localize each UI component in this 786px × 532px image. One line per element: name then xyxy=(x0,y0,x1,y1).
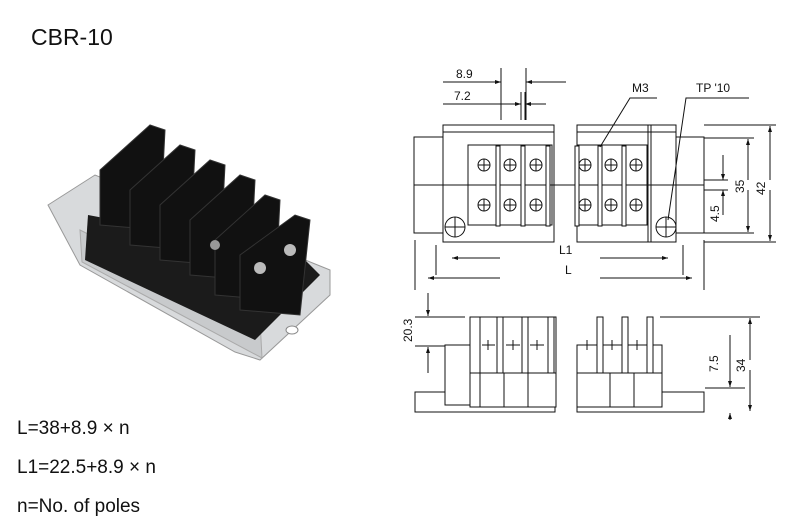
formula-n: n=No. of poles xyxy=(17,496,141,517)
top-view: 8.9 7.2 M3 TP '10 L1 L 42 35 4.5 xyxy=(413,67,776,290)
side-view: 20.3 7.5 34 xyxy=(401,293,760,420)
product-title: CBR-10 xyxy=(31,24,113,50)
product-photo xyxy=(47,124,331,361)
dim-42: 42 xyxy=(754,181,768,195)
dim-4-5: 4.5 xyxy=(708,205,722,222)
dim-34: 34 xyxy=(734,358,748,372)
dim-L1: L1 xyxy=(559,243,573,257)
dim-35: 35 xyxy=(733,179,747,193)
formula-L1: L1=22.5+8.9 × n xyxy=(17,457,156,478)
formula-L: L=38+8.9 × n xyxy=(17,418,130,439)
dim-20-3: 20.3 xyxy=(401,318,415,342)
dim-pitch: 8.9 xyxy=(456,67,473,81)
dim-barrier-gap: 7.2 xyxy=(454,89,471,103)
dim-L: L xyxy=(565,263,572,277)
dim-7-5: 7.5 xyxy=(707,355,721,372)
label-tp10: TP '10 xyxy=(696,81,730,95)
label-m3: M3 xyxy=(632,81,649,95)
terminal-screws xyxy=(477,158,643,212)
